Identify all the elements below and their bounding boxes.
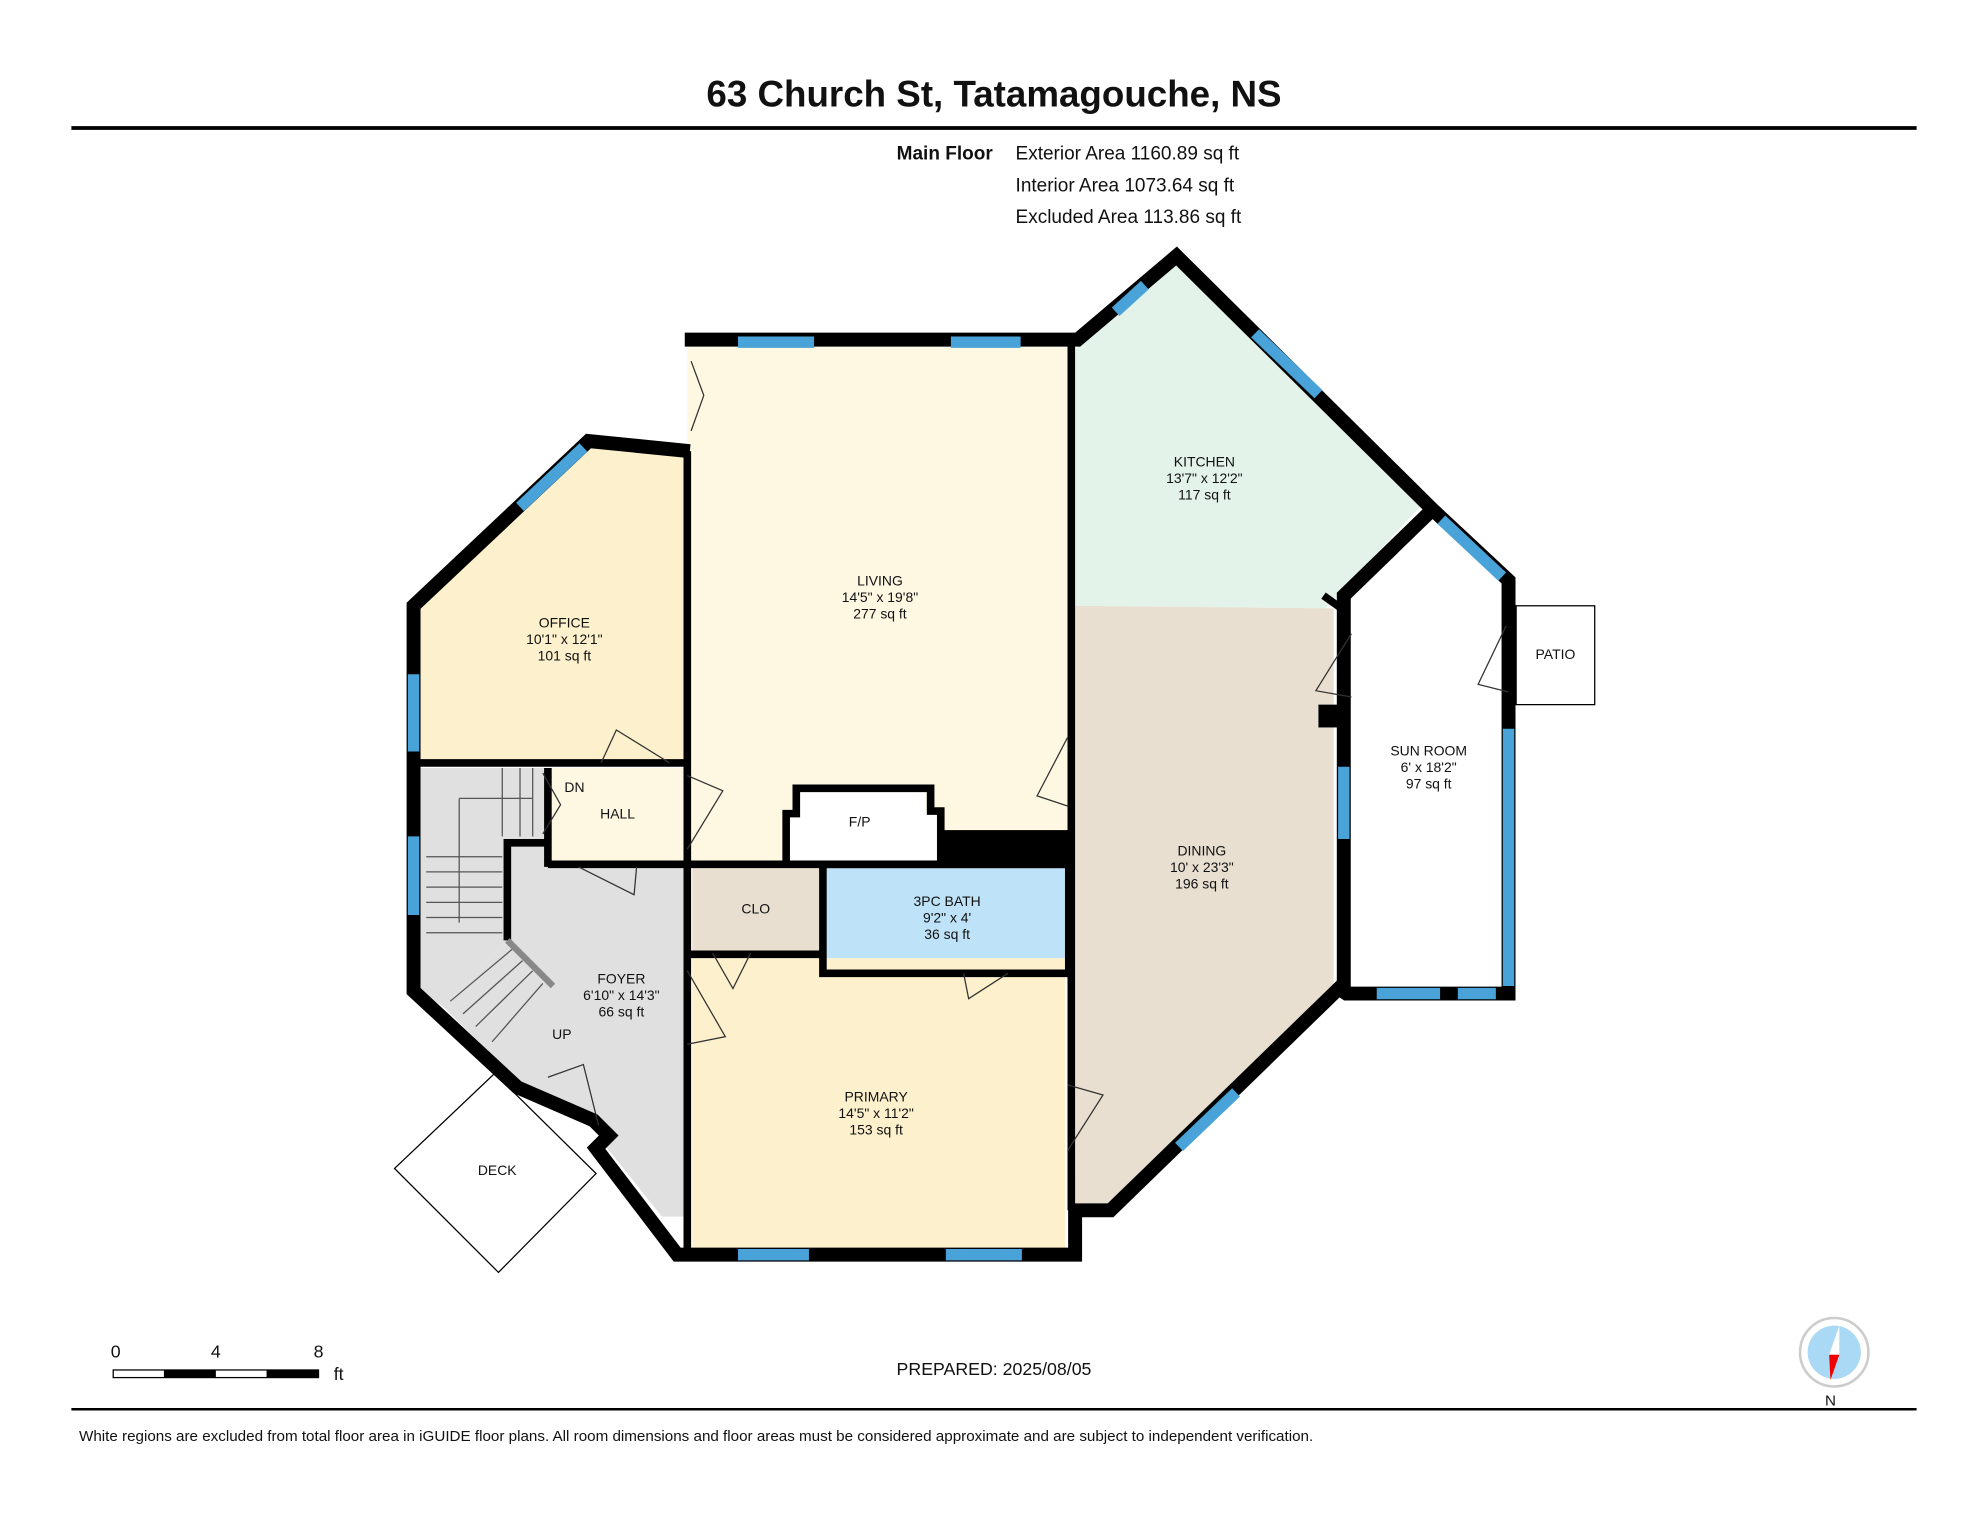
room-foyer [443,842,688,1217]
svg-text:10' x 23'3": 10' x 23'3" [1170,859,1234,875]
fireplace-wall [782,784,945,862]
svg-text:13'7" x 12'2": 13'7" x 12'2" [1166,470,1242,486]
label-clo: CLO [741,901,770,917]
svg-text:66 sq ft: 66 sq ft [599,1003,645,1019]
room-kitchen [1075,261,1420,609]
svg-text:6'10" x 14'3": 6'10" x 14'3" [583,987,659,1003]
label-stairs-up: UP [552,1026,571,1042]
svg-text:FOYER: FOYER [597,970,645,986]
staircase [426,768,556,1043]
svg-text:6' x 18'2": 6' x 18'2" [1401,759,1457,775]
kitchen-dining-wall [1321,592,1344,612]
scale-tick-8: 8 [314,1341,324,1361]
excluded-area: Excluded Area 113.86 sq ft [1016,207,1242,228]
room-living [687,347,1068,862]
patio-outline [1515,605,1596,706]
windows [407,280,1515,1261]
compass-label: N [1825,1392,1836,1409]
svg-text:97 sq ft: 97 sq ft [1406,775,1452,791]
svg-text:PRIMARY: PRIMARY [845,1088,908,1104]
svg-text:3PC BATH: 3PC BATH [914,893,981,909]
svg-text:117 sq ft: 117 sq ft [1178,486,1231,502]
svg-text:9'2" x 4': 9'2" x 4' [923,910,971,926]
svg-text:KITCHEN: KITCHEN [1174,453,1235,469]
room-primary [692,958,1065,1250]
svg-text:10'1" x 12'1": 10'1" x 12'1" [526,631,602,647]
svg-text:153 sq ft: 153 sq ft [849,1121,903,1137]
svg-text:LIVING: LIVING [857,573,903,589]
svg-text:196 sq ft: 196 sq ft [1175,875,1229,891]
interior-area: Interior Area 1073.64 sq ft [1016,175,1235,196]
exterior-area: Exterior Area 1160.89 sq ft [1016,144,1240,165]
label-deck: DECK [478,1162,517,1178]
pillar [1318,704,1342,728]
scale-tick-0: 0 [111,1341,121,1361]
room-dining [1075,605,1334,1211]
bath-wall [819,860,1073,978]
scale-bar: 0 4 8 ft [111,1341,344,1384]
sunroom-wall [1336,504,1438,994]
label-stairs-down: DN [564,779,584,795]
prepared-date: PREPARED: 2025/08/05 [897,1359,1092,1379]
svg-text:36 sq ft: 36 sq ft [924,926,970,942]
svg-text:OFFICE: OFFICE [539,614,590,630]
scale-unit: ft [334,1364,344,1384]
svg-text:14'5" x 19'8": 14'5" x 19'8" [842,589,918,605]
page-title: 63 Church St, Tatamagouche, NS [706,73,1281,114]
room-clo [692,866,820,951]
disclaimer: White regions are excluded from total fl… [79,1428,1313,1445]
fireplace-chimney [938,830,1072,866]
floor-label: Main Floor [897,144,994,165]
deck-outline [393,1072,597,1274]
label-patio: PATIO [1536,646,1576,662]
label-fp: F/P [849,813,871,829]
svg-text:SUN ROOM: SUN ROOM [1390,742,1467,758]
svg-text:DINING: DINING [1177,842,1226,858]
stair-wall [503,838,548,941]
svg-text:14'5" x 11'2": 14'5" x 11'2" [838,1105,913,1121]
scale-tick-4: 4 [211,1341,221,1361]
compass-icon [1798,1316,1870,1388]
svg-text:101 sq ft: 101 sq ft [538,647,592,663]
room-bath [826,866,1065,971]
room-hall [547,768,688,865]
label-hall: HALL [600,806,635,822]
doors [542,360,1509,1152]
svg-text:277 sq ft: 277 sq ft [853,605,907,621]
room-office [418,446,685,763]
